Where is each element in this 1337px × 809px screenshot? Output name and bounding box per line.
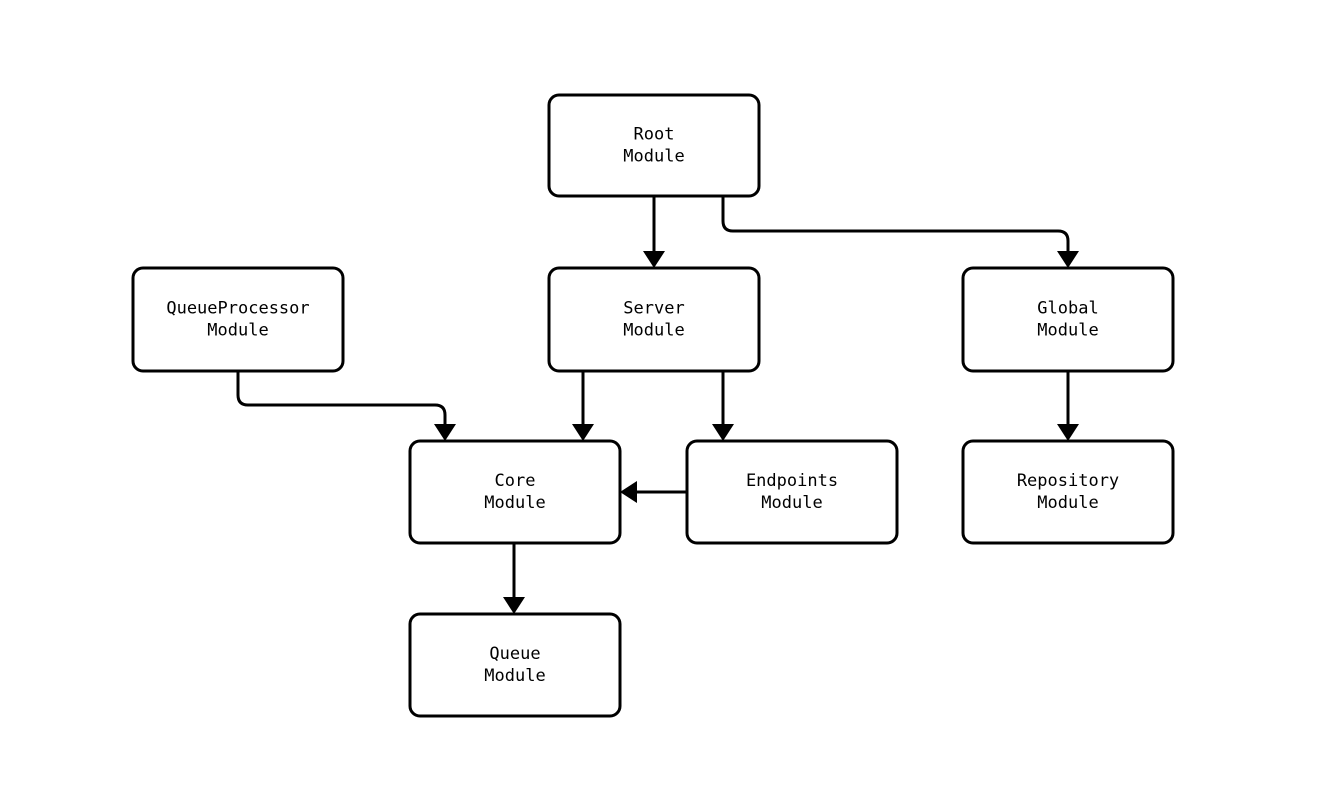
edge-endpoints-to-core <box>620 481 687 503</box>
node-box[interactable] <box>547 93 761 198</box>
node-label-line1: Repository <box>1017 471 1119 491</box>
arrowhead-icon <box>620 481 637 503</box>
node-box[interactable] <box>685 439 899 545</box>
node-label-line2: Module <box>484 666 545 686</box>
edge-queueprocessor-to-core <box>236 371 456 441</box>
node-box[interactable] <box>408 439 622 545</box>
node-box[interactable] <box>131 266 345 373</box>
edge-line <box>236 371 447 425</box>
node-label-line1: QueueProcessor <box>166 299 309 319</box>
node-label-line1: Core <box>495 471 536 491</box>
node-label-line2: Module <box>207 321 268 341</box>
node-label-line2: Module <box>1037 321 1098 341</box>
edge-root-to-global <box>721 196 1079 268</box>
node-label-line2: Module <box>623 321 684 341</box>
arrowhead-icon <box>503 597 525 614</box>
edges-layer <box>236 196 1079 614</box>
node-label-line2: Module <box>1037 493 1098 513</box>
arrowhead-icon <box>643 251 665 268</box>
node-label-line2: Module <box>484 493 545 513</box>
node-box[interactable] <box>961 266 1175 373</box>
edge-line <box>721 196 1070 252</box>
edge-root-to-server <box>643 196 665 268</box>
arrowhead-icon <box>1057 424 1079 441</box>
edge-core-to-queue <box>503 543 525 614</box>
node-label-line1: Queue <box>489 644 540 664</box>
arrowhead-icon <box>572 424 594 441</box>
node-label-line2: Module <box>623 147 684 167</box>
edge-server-to-endpoints <box>712 371 734 441</box>
node-label-line1: Global <box>1037 299 1098 319</box>
node-box[interactable] <box>408 612 622 718</box>
arrowhead-icon <box>434 424 456 441</box>
edge-global-to-repository <box>1057 371 1079 441</box>
node-box[interactable] <box>547 266 761 373</box>
node-label-line1: Endpoints <box>746 471 838 491</box>
arrowhead-icon <box>712 424 734 441</box>
arrowhead-icon <box>1057 251 1079 268</box>
edge-server-to-core <box>572 371 594 441</box>
node-box[interactable] <box>961 439 1175 545</box>
node-label-line2: Module <box>761 493 822 513</box>
nodes-layer: RootModuleQueueProcessorModuleServerModu… <box>131 93 1175 718</box>
node-label-line1: Server <box>623 299 684 319</box>
node-label-line1: Root <box>634 125 675 145</box>
